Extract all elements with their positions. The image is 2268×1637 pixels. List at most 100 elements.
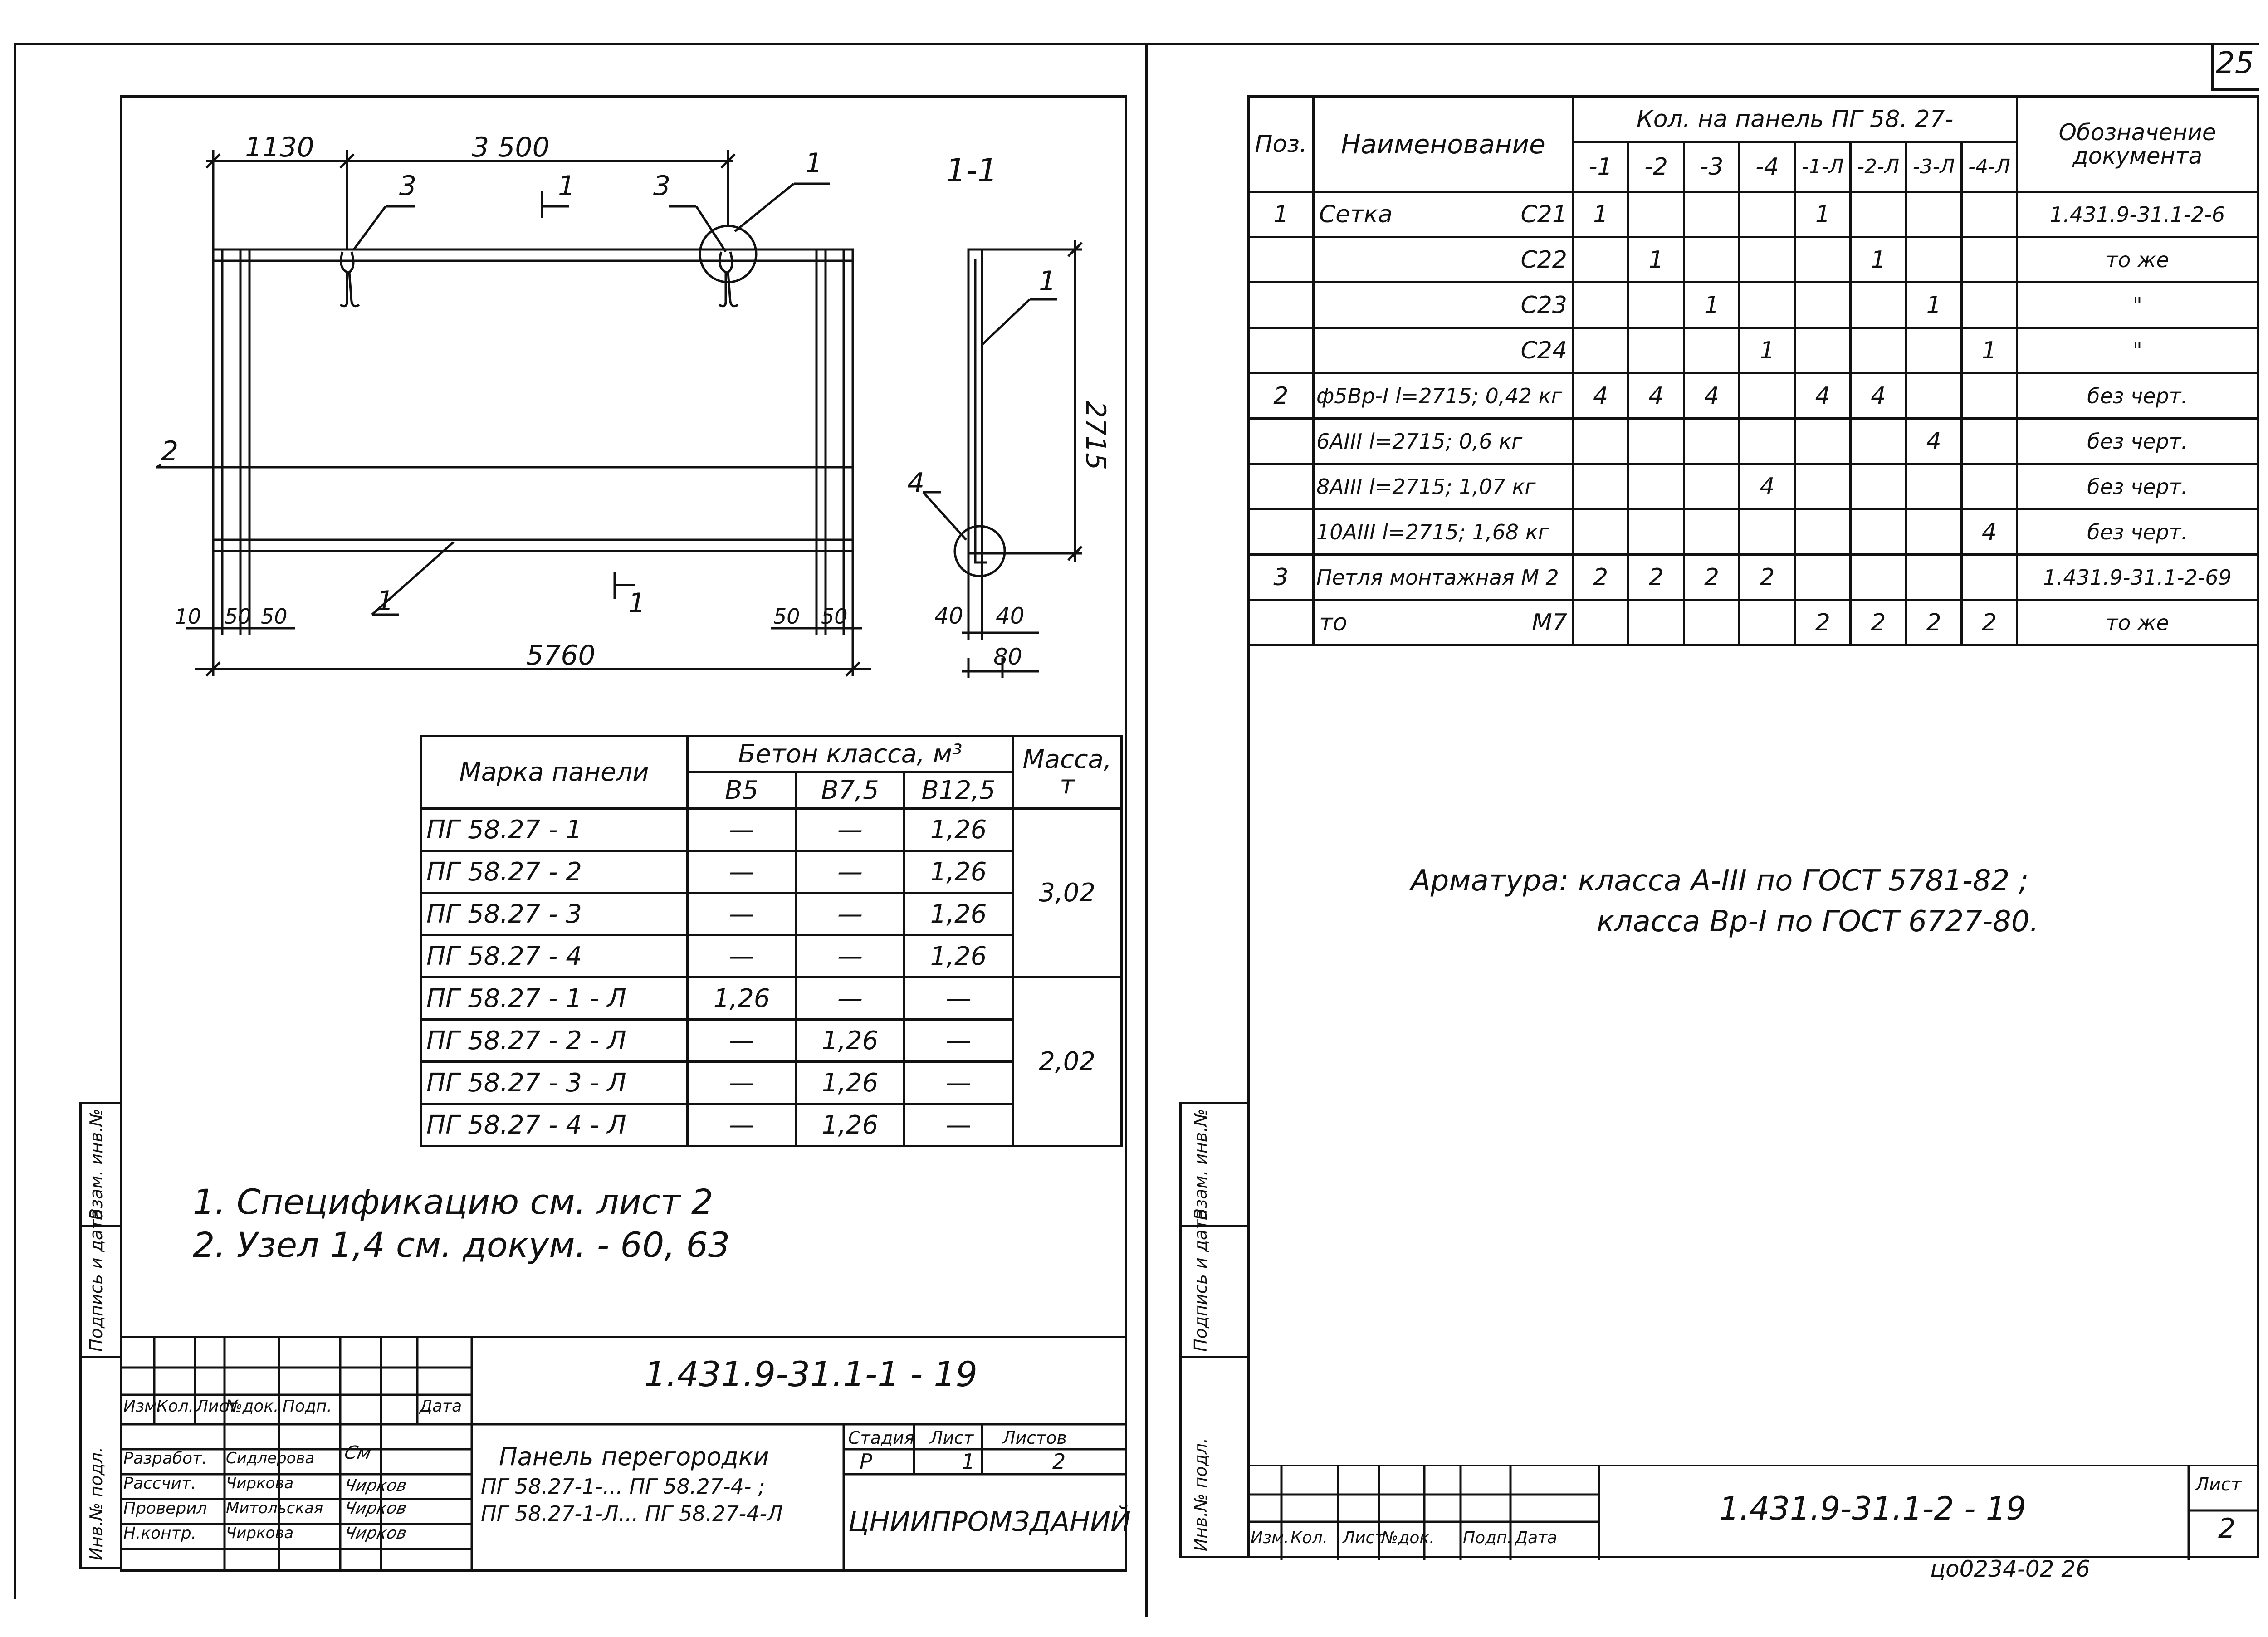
right-header-list: Лист [1343,1529,1384,1547]
table-row: ПГ 58.27 - 2 — — 1,26 [419,850,1122,894]
spec-doc-cell: без черт. [2016,417,2259,465]
table-row: ПГ 58.27 - 4 - Л — 1,26 — [419,1103,1122,1147]
callout-3-right: 3 [653,170,670,202]
dim-80-text: 80 [993,644,1022,670]
b5-cell: — [686,1060,797,1105]
spec-pos-cell [1247,327,1315,374]
b125-cell: 1,26 [903,892,1014,936]
spec-doc-cell: без черт. [2016,463,2259,510]
spec-qty-cell [1627,599,1685,646]
stage-value: Р [860,1449,872,1474]
spec-qty-cell [1738,417,1796,465]
spec-doc-cell: без черт. [2016,372,2259,420]
spec-qty-cell [1849,508,1907,556]
spec-qty-cell: 2 [1682,553,1741,601]
spec-doc-cell: 1.431.9-31.1-2-69 [2016,553,2259,601]
spec-qty-cell [1738,372,1796,420]
variant-1l: -1-Л [1794,141,1852,193]
spec-qty-cell [1738,508,1796,556]
spec-doc-cell: " [2016,327,2259,374]
title-line-1: Панель перегородки [499,1442,769,1471]
dim-50-far-text: 50 [821,604,848,629]
spec-qty-cell [1905,191,1963,238]
spec-name-cell: Петля монтажная М 2 [1312,553,1574,601]
b125-cell: 1,26 [903,850,1014,894]
class-b5: В5 [686,771,797,810]
variant-4l: -4-Л [1960,141,2019,193]
spec-qty-cell [1960,281,2019,329]
spec-qty-cell: 1 [1849,236,1907,283]
stage-label: Стадия [848,1428,914,1448]
mark-cell: ПГ 58.27 - 3 - Л [419,1060,689,1105]
dim-height-text: 2715 [1080,401,1111,470]
spec-qty-cell [1960,553,2019,601]
mark-cell: ПГ 58.27 - 2 [419,850,689,894]
title-line-2: ПГ 58.27-1-... ПГ 58.27-4- ; [481,1474,765,1499]
signature-2: Чирков [342,1476,409,1495]
mass-group-2: 2,02 [1012,976,1123,1147]
b125-cell: — [903,976,1014,1021]
left-title-block [120,1336,1127,1572]
callout-1-section: 1 [1039,265,1056,297]
spec-qty-cell [1571,236,1630,283]
panel-marks-table: Марка панели Бетон класса, м³ Масса, т В… [419,735,1123,1147]
mark-cell: ПГ 58.27 - 4 [419,934,689,978]
organization-name: ЦНИИПРОМЗДАНИЙ [848,1506,1131,1538]
spec-code-cell: М7 [1513,599,1574,646]
right-side-label-replace: Взам. инв.№ [1191,1109,1211,1220]
spec-qty-cell [1627,327,1685,374]
spec-qty-cell [1849,191,1907,238]
section-marker-bottom: 1 [628,587,645,619]
spec-qty-cell [1794,281,1852,329]
spec-qty-cell [1682,191,1741,238]
spec-qty-cell [1571,599,1630,646]
spec-qty-cell [1682,327,1741,374]
right-side-label-inv: Инв.№ подл. [1191,1437,1211,1551]
dim-bottom-text: 5760 [526,640,596,671]
b75-cell: — [795,976,905,1021]
left-doc-code: 1.431.9-31.1-1 - 19 [644,1354,978,1394]
spec-pos-cell: 1 [1247,191,1315,238]
mark-cell: ПГ 58.27 - 2 - Л [419,1018,689,1063]
col-mark-header: Марка панели [419,735,689,810]
spec-header-pos: Поз. [1247,95,1315,193]
dim-10-text: 10 [175,604,201,629]
section-view-label: 1-1 [946,152,997,189]
right-header-izm: Изм. [1251,1529,1289,1547]
spec-qty-cell: 4 [1794,372,1852,420]
b125-cell: — [903,1018,1014,1063]
spec-qty-cell: 4 [1682,372,1741,420]
panel-drawing: 1130 3 500 5760 2715 10 50 50 50 50 40 4… [156,132,1111,678]
spec-qty-cell [1682,599,1741,646]
spec-qty-cell [1960,191,2019,238]
spec-qty-cell [1682,417,1741,465]
left-side-label-sign: Подпись и дата [86,1209,106,1352]
spec-code-cell: С24 [1513,327,1574,374]
spec-pos-cell [1247,599,1315,646]
sheet-value: 1 [962,1449,975,1474]
table-row: ПГ 58.27 - 3 — — 1,26 [419,892,1122,936]
b5-cell: — [686,850,797,894]
spec-name-cell [1312,327,1514,374]
role-4: Н.контр. [123,1524,197,1543]
spec-header-doc: Обозначение документа [2016,95,2259,193]
spec-qty-cell [1571,463,1630,510]
spec-qty-cell: 1 [1738,327,1796,374]
left-border-line [14,43,16,1599]
spec-qty-cell: 4 [1905,417,1963,465]
b5-cell: — [686,934,797,978]
spec-pos-cell [1247,236,1315,283]
spec-name-cell: 8АIII l=2715; 1,07 кг [1312,463,1574,510]
right-header-kol: Кол. [1290,1529,1328,1547]
signature-3: Чирков [342,1499,409,1518]
right-header-ndok: №док. [1381,1529,1435,1547]
spec-qty-cell: 1 [1682,281,1741,329]
b75-cell: — [795,934,905,978]
spec-qty-cell: 1 [1905,281,1963,329]
panel-outline [212,248,854,552]
spec-pos-cell: 2 [1247,372,1315,420]
